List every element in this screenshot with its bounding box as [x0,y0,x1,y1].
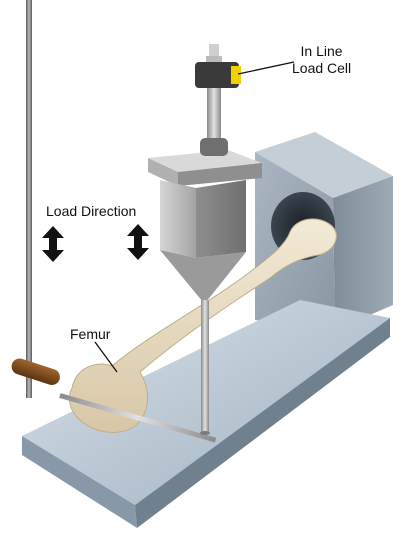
load-direction-label: Load Direction [46,203,137,219]
load-cell-label: In Line Load Cell [292,43,351,77]
load-cell-label-line2: Load Cell [292,60,352,76]
double-arrow-icon [42,226,64,262]
rod-handle [11,358,60,385]
femur-leader-line [94,341,118,373]
load-cell-label-line1: In Line [300,43,343,59]
distal-rod [59,393,217,443]
femur-label: Femur [70,326,111,342]
load-cell [195,44,295,156]
loading-head [148,150,262,435]
support-pole [26,0,32,398]
double-arrow-icon [127,224,149,260]
load-cell-leader-line [237,61,295,75]
femur-bone [68,218,337,433]
